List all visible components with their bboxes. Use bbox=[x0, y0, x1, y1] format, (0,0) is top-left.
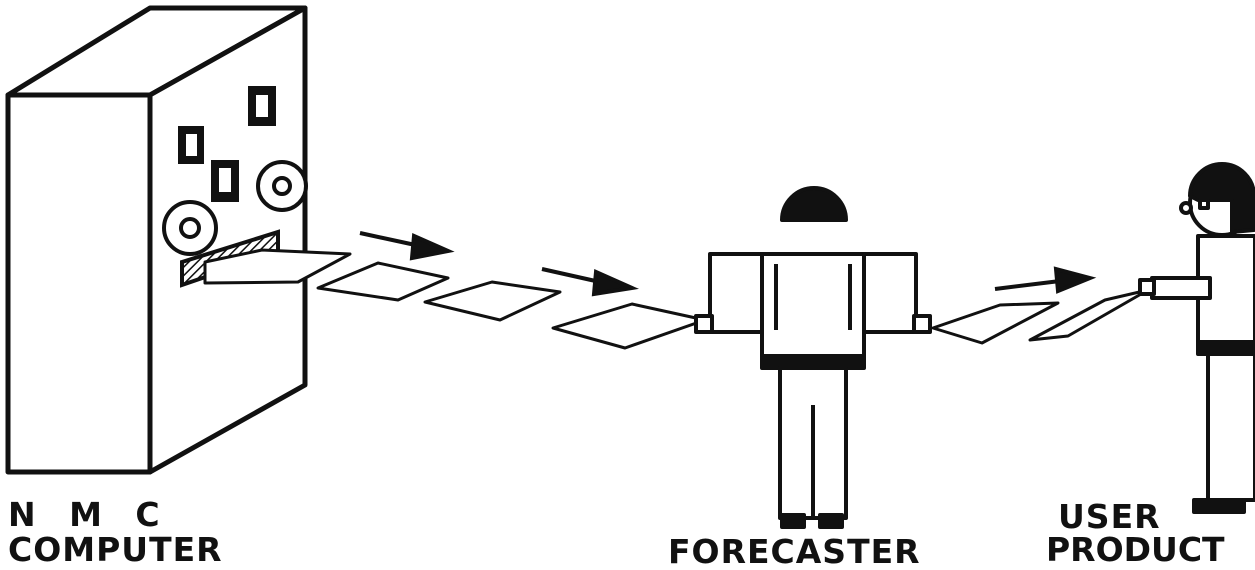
paper-sheet-4 bbox=[553, 304, 705, 348]
user-hand bbox=[1140, 280, 1154, 294]
user-label: USER bbox=[1058, 500, 1161, 533]
panel-switch-2 bbox=[250, 88, 274, 124]
computer-label: COMPUTER bbox=[8, 533, 223, 566]
forecaster-right-arm bbox=[864, 254, 916, 332]
forecaster-right-hand bbox=[914, 316, 930, 332]
user-legs bbox=[1208, 354, 1255, 500]
panel-switch-1 bbox=[180, 128, 202, 162]
paper-sheets bbox=[205, 250, 1148, 348]
forecaster-left-hand bbox=[696, 316, 712, 332]
user-arm bbox=[1152, 278, 1210, 298]
product-label: PRODUCT bbox=[1046, 533, 1225, 566]
cabinet-front bbox=[8, 95, 150, 472]
nmc-label: N M C bbox=[8, 498, 171, 531]
paper-sheet-6 bbox=[1030, 290, 1148, 340]
forecaster-label: FORECASTER bbox=[668, 535, 921, 568]
user-foot bbox=[1194, 500, 1244, 512]
tape-reel-right bbox=[258, 162, 306, 210]
paper-sheet-2 bbox=[318, 263, 448, 300]
arrow-1 bbox=[360, 233, 448, 258]
user-nose bbox=[1181, 203, 1191, 213]
forecaster-figure bbox=[696, 188, 930, 527]
forecaster-right-foot bbox=[820, 515, 842, 527]
forecaster-left-arm bbox=[710, 254, 762, 332]
panel-switch-3 bbox=[213, 162, 237, 200]
forecaster-head bbox=[782, 188, 846, 220]
tape-reel-left bbox=[164, 202, 216, 254]
arrow-3 bbox=[995, 269, 1090, 291]
paper-sheet-3 bbox=[425, 282, 560, 320]
forecaster-left-foot bbox=[782, 515, 804, 527]
user-figure bbox=[1140, 164, 1255, 512]
user-eye bbox=[1200, 200, 1208, 208]
